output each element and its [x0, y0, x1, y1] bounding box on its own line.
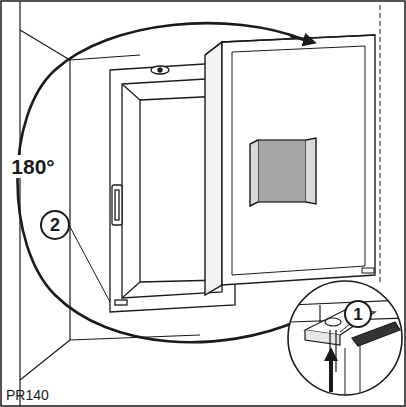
callout-number: 1 [353, 306, 362, 323]
callout-number: 2 [50, 216, 60, 234]
figure-code: PR140 [6, 388, 49, 402]
angle-label: 180° [9, 155, 56, 178]
